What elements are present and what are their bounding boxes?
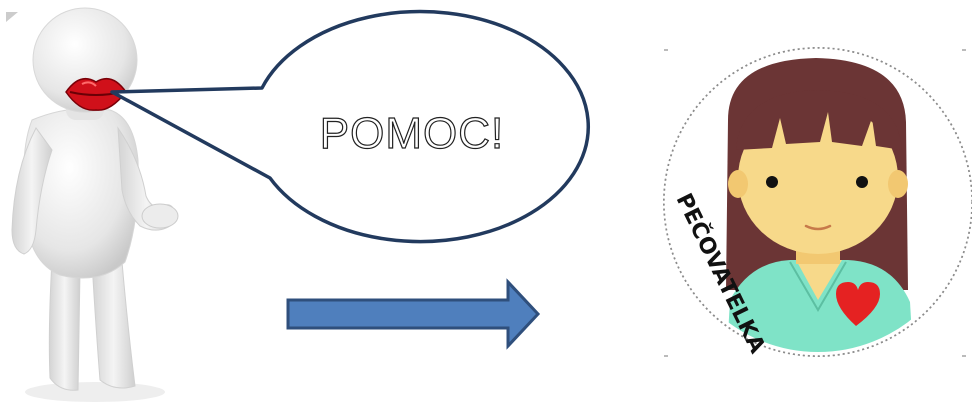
speech-bubble: [110, 9, 591, 244]
caregiver-badge: [663, 47, 972, 357]
person-figure: [11, 7, 179, 402]
corner-mark: [6, 12, 18, 22]
right-arrow-icon: [286, 278, 541, 350]
heart-icon: [836, 282, 880, 326]
speech-bubble-text: POMOC!: [320, 109, 504, 158]
